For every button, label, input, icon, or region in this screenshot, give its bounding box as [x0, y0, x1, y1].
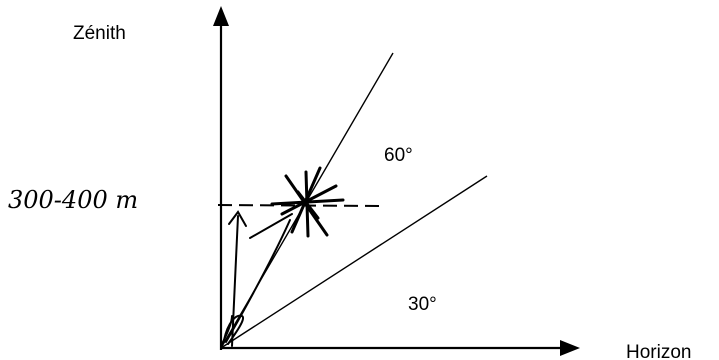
star-sketch	[270, 166, 345, 238]
horizon-arrowhead	[560, 340, 580, 356]
angle-60-label: 60°	[384, 145, 413, 166]
angle-30-label: 30°	[408, 294, 437, 315]
altitude-label: 300-400 m	[8, 186, 138, 214]
horizon-label: Horizon	[626, 342, 691, 360]
zenith-arrowhead	[213, 6, 229, 26]
sketch-arrows	[221, 210, 293, 347]
zenith-label: Zénith	[73, 23, 126, 44]
altitude-dashed-line	[217, 204, 383, 207]
line-30-degrees	[220, 175, 488, 349]
